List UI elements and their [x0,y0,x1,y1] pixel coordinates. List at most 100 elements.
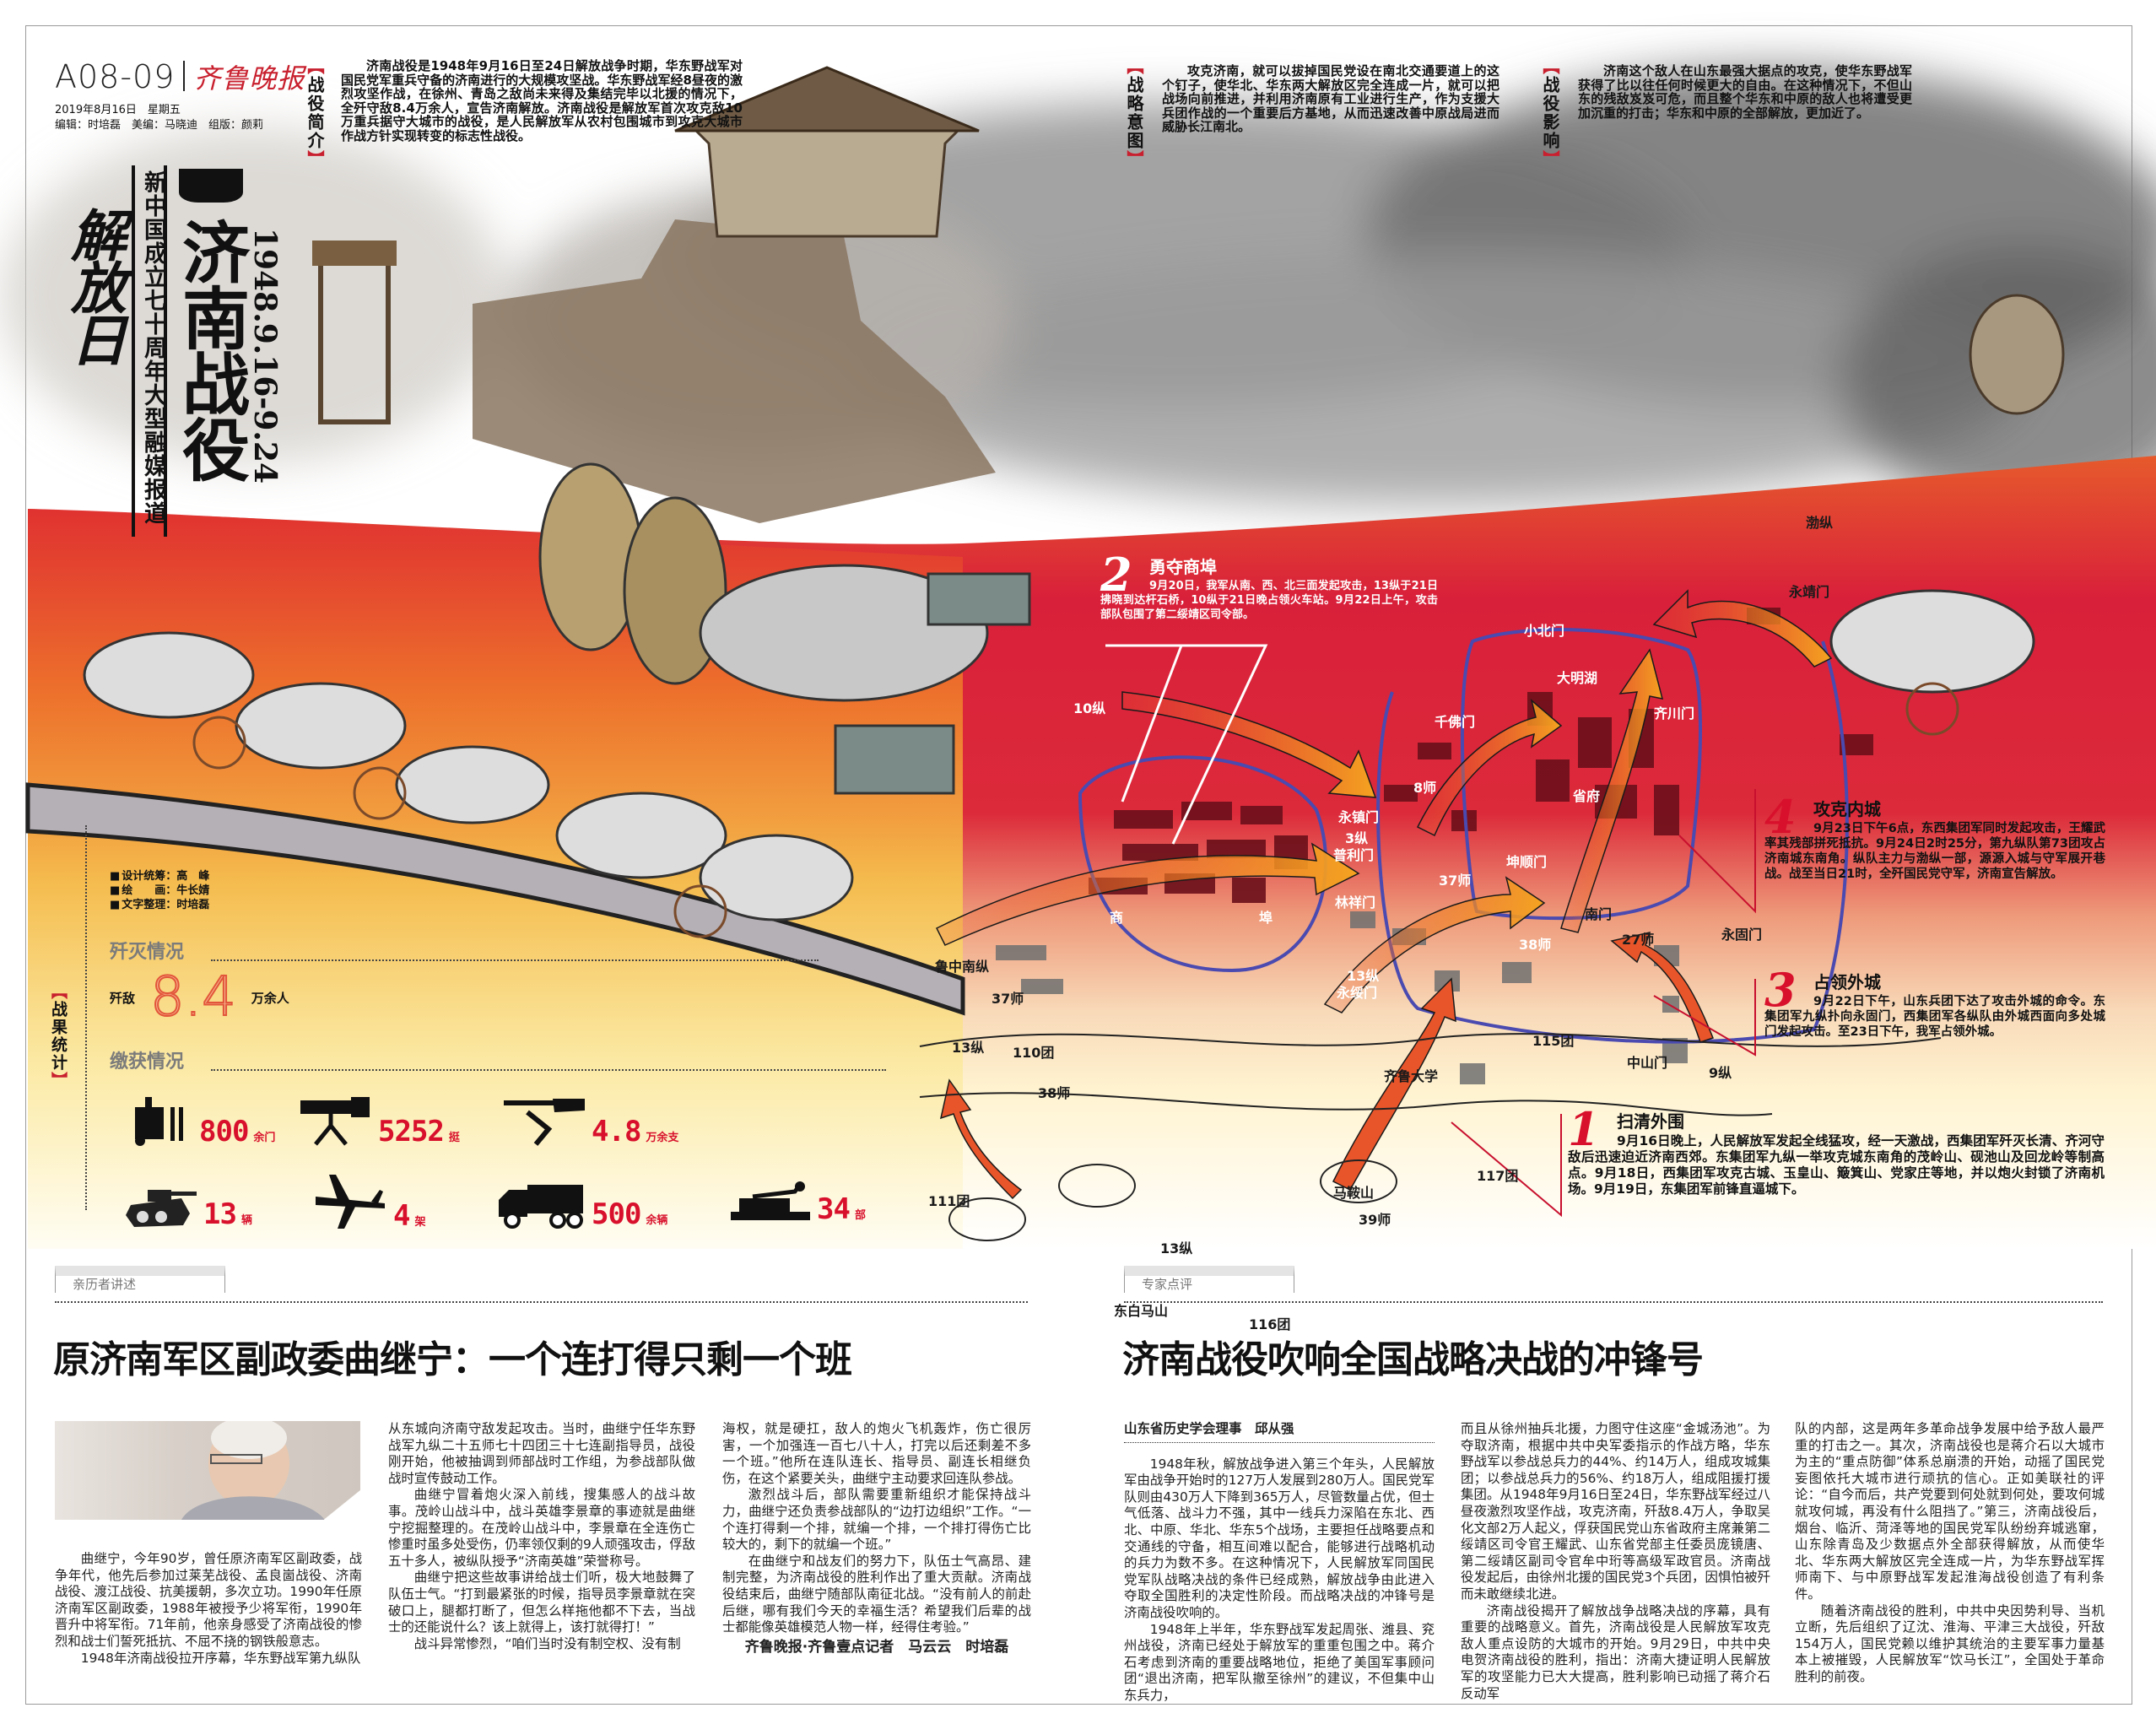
map-label: 永固门 [1721,927,1763,943]
phase-text: 9月22日下午，山东兵团下达了攻击外城的命令。东集团军九纵扑向永固门，西集团军各… [1764,995,2105,1039]
credit-illustration: 绘 画：牛长婧 [110,884,209,898]
annihilation-stat: 歼敌 8.4 万余人 [110,966,289,1029]
phase-text: 9月16日晚上，人民解放军发起全线猛攻，经一天激战，西集团军歼灭长清、齐河守敌后… [1568,1133,2105,1197]
map-label: 永靖门 [1789,584,1830,600]
map-label: 马鞍山 [1333,1185,1375,1201]
map-label: 南门 [1585,906,1613,922]
dateline: 2019年8月16日 星期五 编辑：时培磊 美编：马晓迪 组版：颜莉 [55,103,263,133]
map-label: 8师 [1413,780,1437,796]
section-rule [1124,1301,2103,1303]
right-article-column-3: 队的内部，这是两年多革命战争发展中给予敌人最严重的打击之一。其次，济南战役也是蒋… [1795,1421,2105,1684]
map-label: 小北门 [1524,623,1565,639]
intro-text: 济南战役是1948年9月16日至24日解放战争时期，华东野战军对国民党军重兵守备… [341,58,743,143]
map-label: 116团 [1249,1316,1291,1332]
intro-label: 【战役简介】 [305,57,325,169]
telegraph-icon [731,1181,810,1220]
map-label: 林祥门 [1335,894,1376,911]
credits: 设计统筹：高 峰 绘 画：牛长婧 文字整理：时培磊 [110,869,209,912]
phase-title: 勇夺商埠 [1149,557,1217,577]
rifle-icon [504,1099,585,1146]
map-label: 大明湖 [1557,670,1598,686]
map-label: 9纵 [1709,1065,1732,1081]
phase-title: 扫清外围 [1617,1111,1684,1132]
map-label: 110团 [1013,1045,1055,1061]
section-tab-expert: 专家点评 [1124,1266,1294,1293]
heading-rule [211,1069,886,1071]
newspaper-logo: 齐鲁晚报 [193,62,305,95]
series-title: 新中国成立七十周年大型融媒报道 [140,170,166,525]
map-label: 39师 [1359,1212,1391,1228]
map-label: 115团 [1532,1033,1575,1049]
map-label: 37师 [1439,873,1472,889]
phase-text: 9月23日下午6点，东西集团军同时发起攻击，王耀武率其残部拼死抵抗。9月24日2… [1764,822,2105,881]
machine-gun-icon [300,1097,370,1146]
right-article-column-2: 而且从徐州抽兵北援，力图守住这座“金城汤池”。为夺取济南，根据中共中央军委指示的… [1461,1421,1770,1701]
editors-line: 编辑：时培磊 美编：马晓迪 组版：颜莉 [55,119,264,132]
annihilation-unit: 万余人 [251,990,289,1006]
strategy-label: 【战略意图】 [1124,57,1144,169]
map-label: 渤纵 [1806,515,1834,531]
phase-text: 9月20日，我军从南、西、北三面发起攻击，13纵于21日拂晓到达杆石桥，10纵于… [1100,580,1438,621]
impact-label: 【战役影响】 [1540,57,1560,169]
phase-3: 3 占领外城 9月22日下午，山东兵团下达了攻击外城的命令。东集团军九纵扑向永固… [1764,963,2105,1040]
author-line: 山东省历史学会理事 邱从强 [1124,1421,1435,1443]
map-label: 商 [1110,910,1124,926]
map-label: 111团 [928,1193,970,1209]
truck-icon [499,1185,583,1229]
map-label: 永绥门 [1337,985,1378,1001]
map-label: 27师 [1622,932,1655,948]
section-rule [55,1301,1028,1303]
stats-label: 【战果统计】 [49,983,68,1089]
map-label: 117团 [1477,1168,1519,1184]
phase-title: 占领外城 [1813,972,1881,992]
map-label: 齐川门 [1654,705,1695,721]
map-label: 东白马山 [1114,1303,1169,1319]
header-divider [183,61,186,91]
city-wall [473,219,996,523]
smoke-clouds [0,68,2156,515]
phase-number: 3 [1764,963,1797,1017]
phase-number: 2 [1100,548,1132,602]
series-banner: 新中国成立七十周年大型融媒报道 [132,165,167,537]
annihilation-heading: 歼灭情况 [110,942,185,963]
credit-text: 文字整理：时培磊 [110,898,209,912]
left-article-column-2: 从东城向济南守敌发起攻击。当时，曲继宁任华东野战军九纵二十五师七十四团三十七连副… [388,1421,695,1651]
page-number-header: A08-09 齐鲁晚报 [55,57,305,96]
map-label: 坤顺门 [1506,854,1548,870]
phase-4: 4 攻克内城 9月23日下午6点，东西集团军同时发起攻击，王耀武率其残部拼死抵抗… [1764,794,2105,882]
stats-divider [85,825,87,1210]
map-label: 10纵 [1073,700,1106,716]
battle-illustration [0,66,2156,1249]
annihilation-prefix: 歼敌 [110,990,136,1006]
portrait-photo [55,1421,360,1520]
map-label: 中山门 [1627,1055,1668,1071]
right-article-column-1: 山东省历史学会理事 邱从强 1948年秋，解放战争进入第三个年头，人民解放军由战… [1124,1421,1435,1703]
map-label: 38师 [1038,1085,1071,1101]
left-article-column-3: 海权，就是硬扛，敌人的炮火飞机轰炸，伤亡很厉害，一个加强连一百七八十人，打完以后… [722,1421,1031,1656]
map-label: 普利门 [1333,847,1375,863]
map-label: 鲁中南纵 [935,959,990,975]
bunker [1969,294,2065,415]
attack-arrows [935,589,1833,1200]
soldiers-and-carts [83,462,2035,938]
page-number: A08-09 [55,58,176,95]
main-title: 济南战役 [171,218,251,481]
phase-title: 攻克内城 [1813,799,1881,819]
title-bracket [179,169,243,203]
impact-text: 济南这个敌人在山东最强大据点的攻克，使华东野战军获得了比以往任何时候更大的自由。… [1578,63,1912,121]
tank-icon [126,1190,197,1227]
portrait-figure [181,1421,325,1520]
issue-date: 2019年8月16日 星期五 [55,104,181,116]
left-article-column-1: 曲继宁，今年90岁，曾任原济南军区副政委，战争年代，他先后参加过莱芜战役、孟良崮… [55,1551,362,1666]
map-label: 埠 [1259,910,1273,926]
map-label: 3纵 [1345,830,1369,846]
annihilation-value: 8.4 [149,966,237,1029]
outer-district-blocks [996,911,1688,1084]
city-walls-outline [1078,628,1849,1044]
section-tab-witness: 亲历者讲述 [55,1266,225,1293]
